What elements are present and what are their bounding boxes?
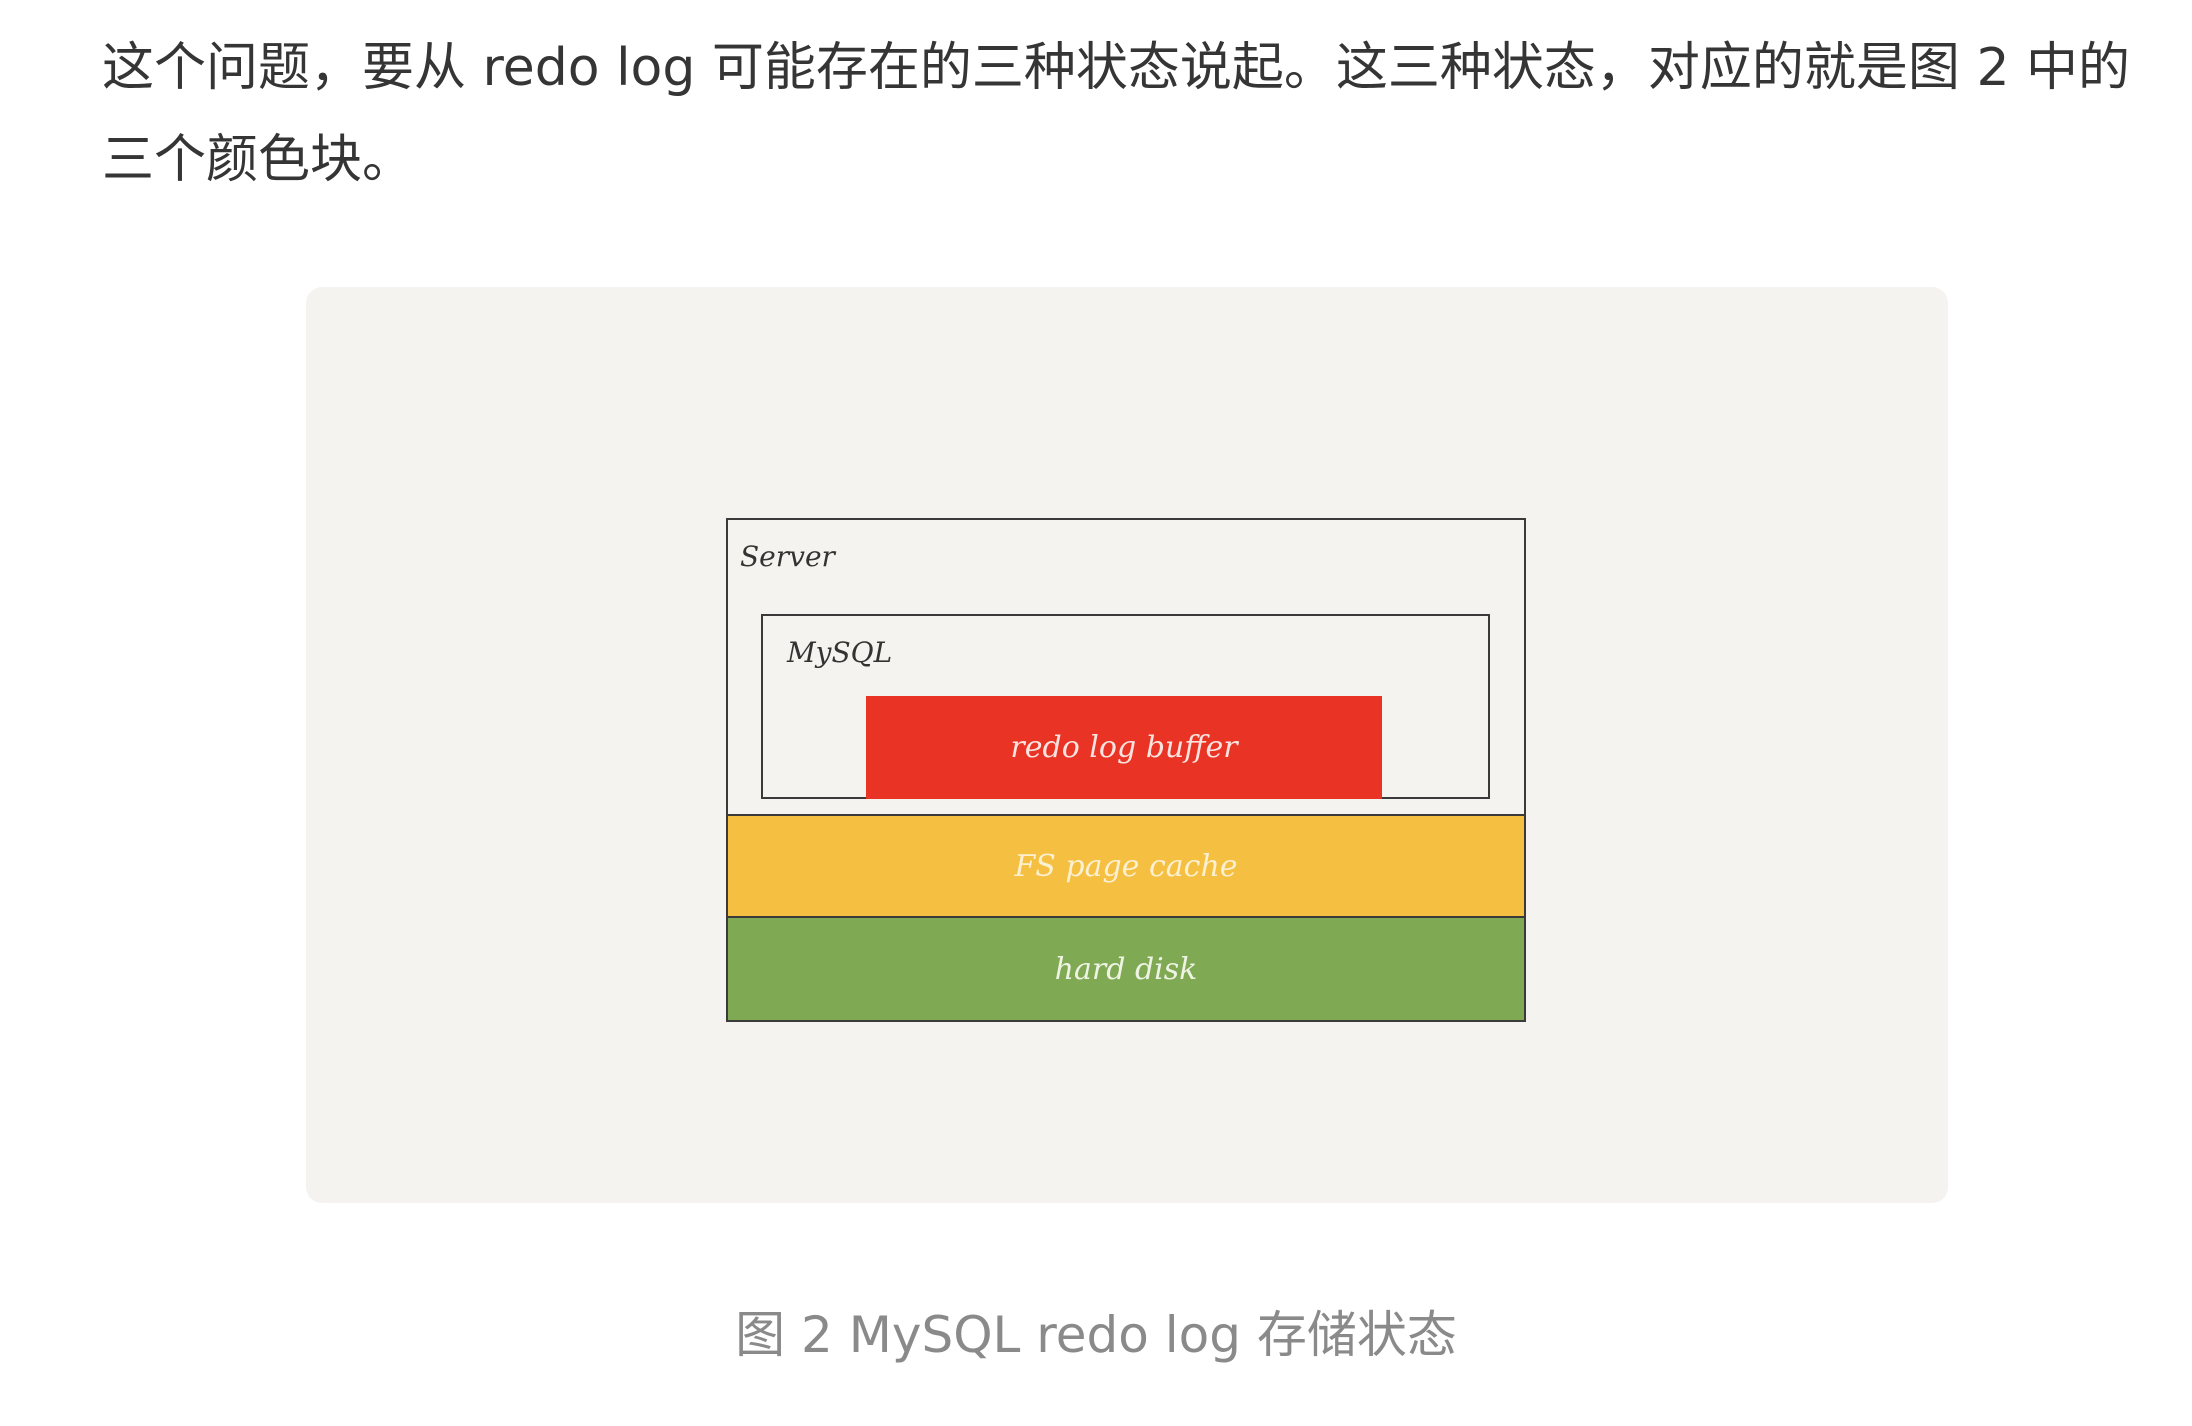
redo-log-buffer-label: redo log buffer — [1010, 730, 1238, 765]
redo-log-buffer-block: redo log buffer — [866, 696, 1382, 799]
mysql-label: MySQL — [787, 636, 893, 669]
figure-caption: 图 2 MySQL redo log 存储状态 — [735, 1306, 1457, 1364]
hard-disk-label: hard disk — [1054, 951, 1198, 987]
server-box: Server MySQL redo log buffer — [726, 518, 1526, 816]
mysql-box: MySQL redo log buffer — [761, 614, 1490, 799]
server-label: Server — [740, 540, 835, 573]
fs-page-cache-label: FS page cache — [1014, 848, 1238, 884]
hard-disk-block: hard disk — [726, 916, 1526, 1022]
body-paragraph: 这个问题，要从 redo log 可能存在的三种状态说起。这三种状态，对应的就是… — [102, 38, 2131, 190]
redo-log-storage-diagram: Server MySQL redo log buffer FS page cac… — [726, 518, 1528, 1023]
fs-page-cache-block: FS page cache — [726, 814, 1526, 918]
